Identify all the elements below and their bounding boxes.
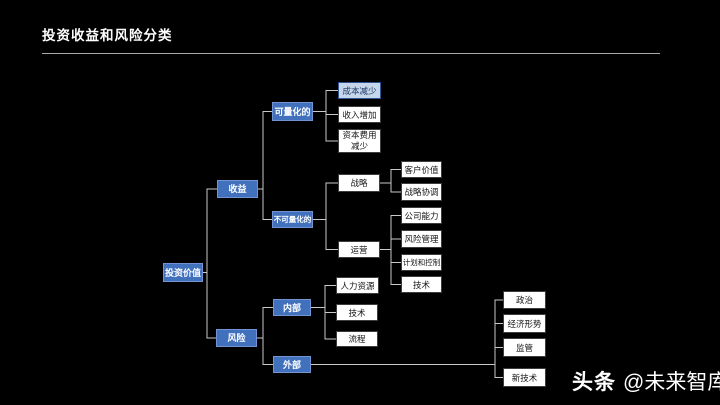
- connector-quant-cost-down: [313, 90, 338, 112]
- node-new-tech: 新技术: [503, 368, 546, 387]
- node-nonquant: 不可量化的: [272, 211, 313, 228]
- connector-nonquant-strategy: [313, 182, 338, 220]
- connector-root-risk: [203, 272, 216, 339]
- node-risk: 风险: [216, 329, 257, 347]
- node-cost-down: 成本减少: [338, 82, 381, 99]
- connector-external-new-tech: [311, 364, 503, 378]
- slide-header: 投资收益和风险分类: [42, 24, 173, 44]
- connector-external-regulation: [311, 347, 503, 365]
- node-quant: 可量化的: [272, 102, 313, 121]
- node-economy: 经济形势: [503, 314, 546, 333]
- watermark: 头条 @未来智库: [572, 366, 720, 396]
- title-underline: [42, 53, 660, 54]
- node-strat-align: 战略协调: [401, 183, 442, 201]
- watermark-handle: @未来智库: [623, 371, 720, 394]
- node-process: 流程: [336, 331, 378, 347]
- connector-nonquant-operation: [313, 219, 338, 250]
- node-strategy: 战略: [338, 174, 380, 192]
- connector-benefit-quant: [258, 111, 272, 190]
- connector-strategy-cust-value: [380, 169, 401, 184]
- node-hr: 人力资源: [336, 277, 379, 294]
- node-tech-ops: 技术: [401, 276, 442, 293]
- node-internal: 内部: [273, 299, 311, 316]
- watermark-brand: 头条: [572, 371, 616, 394]
- node-root: 投资价值: [163, 263, 203, 282]
- node-company-cap: 公司能力: [401, 207, 442, 224]
- node-politics: 政治: [503, 291, 546, 309]
- connector-strategy-strat-align: [380, 182, 401, 193]
- connector-risk-internal: [257, 307, 273, 339]
- connector-internal-hr: [311, 285, 336, 308]
- node-cust-value: 客户价值: [401, 161, 442, 178]
- connector-root-benefit: [203, 188, 217, 273]
- connector-benefit-nonquant: [258, 188, 272, 220]
- node-plan-ctrl: 计划和控制: [401, 254, 442, 271]
- connector-internal-process: [311, 307, 336, 340]
- node-external: 外部: [273, 356, 311, 373]
- slide-title: 投资收益和风险分类: [42, 28, 173, 43]
- connector-internal-tech-int: [311, 307, 336, 313]
- connector-quant-capex-down: [313, 111, 338, 142]
- connector-operation-tech-ops: [380, 249, 401, 285]
- node-tech-int: 技术: [336, 304, 378, 321]
- node-revenue-up: 收入增加: [338, 106, 381, 123]
- connector-risk-external: [257, 337, 273, 365]
- node-operation: 运营: [338, 241, 380, 258]
- node-benefit: 收益: [217, 180, 258, 198]
- node-capex-down: 资本费用减少: [338, 129, 381, 153]
- node-regulation: 监管: [503, 338, 546, 357]
- connector-operation-risk-mgmt: [380, 238, 401, 250]
- node-risk-mgmt: 风险管理: [401, 230, 442, 248]
